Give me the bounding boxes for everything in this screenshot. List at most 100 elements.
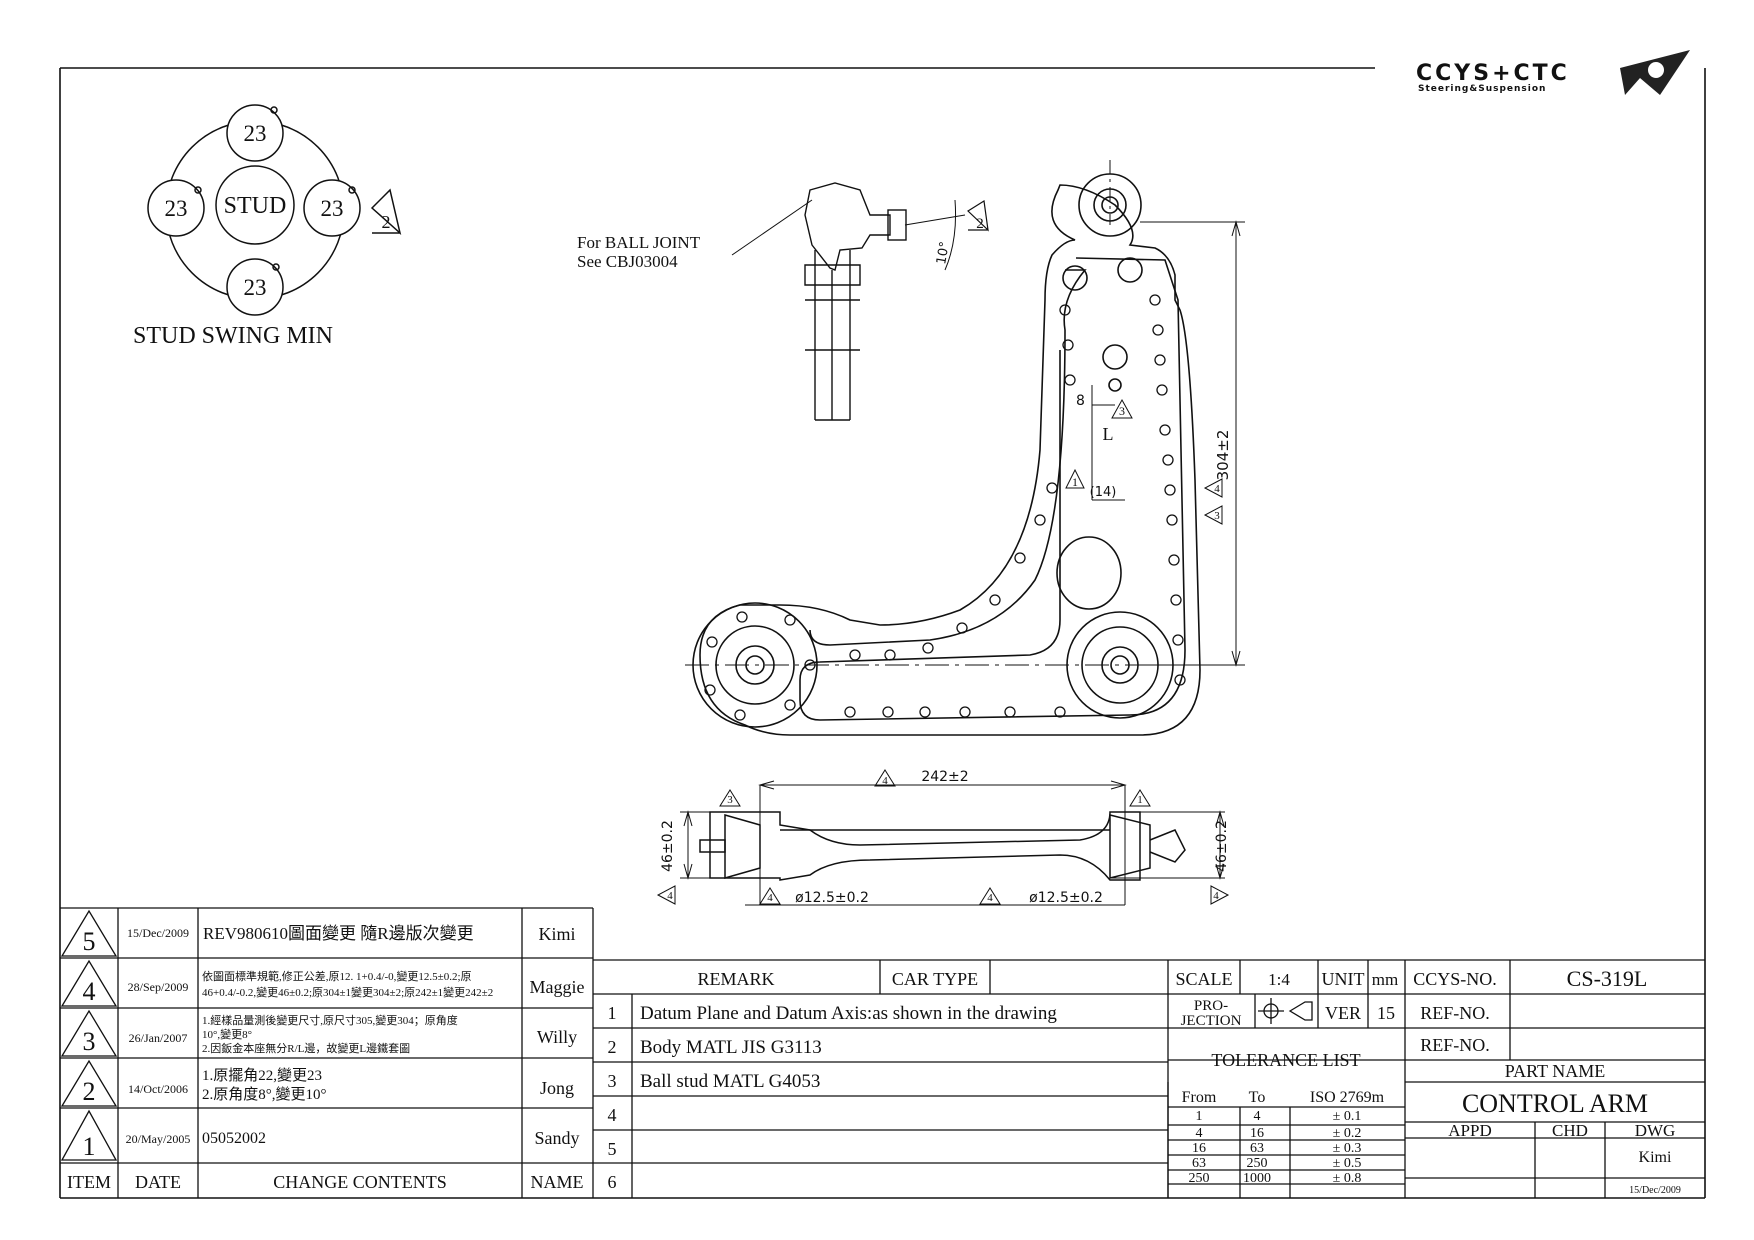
side-tag-3: 3	[727, 794, 733, 806]
remark-rows: 1 Datum Plane and Datum Axis:as shown in…	[608, 1003, 1058, 1192]
ball-joint-rev-tag: 2	[976, 216, 984, 232]
plan-dimensions	[685, 160, 1245, 667]
rev-item: 3	[83, 1027, 96, 1056]
dim-14: (14)	[1090, 485, 1117, 500]
rev-change: 1.經樣品量測後變更尺寸,原尺寸305,變更304；原角度	[202, 1013, 458, 1027]
diameter-dim-1: ø12.5±0.2	[795, 890, 869, 906]
rev-item: 1	[83, 1132, 96, 1161]
scale-label: SCALE	[1175, 969, 1232, 989]
company-logo: CCYS+CTC Steering&Suspension	[1416, 50, 1690, 95]
ball-joint-note-line1: For BALL JOINT	[577, 233, 701, 252]
tolerance-title: TOLERANCE LIST	[1211, 1050, 1360, 1070]
rev-change: 2.因鈑金本座無分R/L邊，故變更L邊鐵套圖	[202, 1041, 410, 1055]
remark-text: Datum Plane and Datum Axis:as shown in t…	[640, 1003, 1057, 1024]
right-thickness-dim: 46±0.2	[1214, 820, 1230, 872]
tol-value: ± 0.5	[1333, 1156, 1362, 1171]
rev-name: Jong	[540, 1078, 574, 1098]
sheet-border	[59, 67, 1706, 1199]
rev-change: 05052002	[202, 1130, 266, 1147]
rev-change: REV980610圖面變更 隨R邊版次變更	[203, 924, 474, 943]
title-block-grid	[1167, 960, 1705, 1198]
dwg-name: Kimi	[1639, 1149, 1672, 1166]
rivet-holes	[704, 294, 1186, 721]
remark-text: Body MATL JIS G3113	[640, 1037, 822, 1058]
tol-to: 4	[1254, 1109, 1261, 1124]
svg-text:CCYS+CTC: CCYS+CTC	[1416, 61, 1570, 86]
rev-item: 2	[83, 1077, 96, 1106]
tag-3: 3	[1119, 404, 1125, 418]
side-tag-4d: 4	[1213, 890, 1219, 902]
rev-name: Maggie	[530, 977, 585, 997]
tol-value: ± 0.3	[1333, 1141, 1362, 1156]
tol-from: 250	[1189, 1171, 1210, 1186]
ver-value: 15	[1377, 1003, 1395, 1023]
remark-table-grid	[593, 959, 1705, 1198]
side-tag-1: 1	[1137, 794, 1143, 806]
ccys-no-value: CS-319L	[1567, 966, 1648, 991]
dim-8: 8	[1076, 393, 1085, 409]
appd-label: APPD	[1448, 1121, 1491, 1140]
rev-header-name: NAME	[531, 1172, 584, 1192]
width-dim: 242±2	[921, 769, 968, 785]
stud-swing-caption: STUD SWING MIN	[133, 323, 333, 349]
left-thickness-dim: 46±0.2	[660, 820, 676, 872]
tol-header-from: From	[1182, 1089, 1217, 1106]
tol-value: ± 0.1	[1333, 1109, 1362, 1124]
projection-symbol-icon	[1258, 998, 1313, 1024]
dim-L: L	[1103, 424, 1114, 444]
scale-value: 1:4	[1268, 970, 1290, 989]
rev-change: 1.原擺角22,變更23	[202, 1067, 322, 1084]
tol-from: 16	[1192, 1141, 1206, 1156]
tol-from: 1	[1196, 1109, 1203, 1124]
projection-label-1: PRO-	[1194, 998, 1228, 1014]
rev-change: 依圖面標準規範,修正公差,原12. 1+0.4/-0,變更12.5±0.2;原	[202, 969, 472, 983]
swing-center-label: STUD	[224, 193, 287, 219]
ver-label: VER	[1325, 1003, 1361, 1023]
projection-label-2: JECTION	[1181, 1013, 1242, 1029]
remark-no: 1	[608, 1003, 617, 1023]
rev-date: 20/May/2005	[126, 1132, 191, 1146]
car-type-header: CAR TYPE	[892, 969, 978, 989]
rev-date: 28/Sep/2009	[128, 980, 189, 994]
rev-change: 46+0.4/-0.2,變更46±0.2;原304±1變更304±2;原242±…	[202, 985, 493, 999]
swing-rev-tag: 2	[382, 212, 391, 232]
svg-text:Steering&Suspension: Steering&Suspension	[1418, 84, 1546, 94]
tol-to: 250	[1247, 1156, 1268, 1171]
swing-top-value: 23	[244, 121, 267, 146]
remark-text: Ball stud MATL G4053	[640, 1071, 820, 1092]
ref-no-label-2: REF-NO.	[1420, 1035, 1490, 1055]
rev-change: 2.原角度8°,變更10°	[202, 1086, 327, 1103]
remark-no: 5	[608, 1139, 617, 1159]
rev-header-date: DATE	[135, 1172, 181, 1192]
revision-table-grid	[60, 907, 594, 1198]
ball-joint-angle: 10°	[934, 240, 953, 265]
unit-value: mm	[1372, 970, 1398, 989]
rev-header-item: ITEM	[67, 1172, 111, 1192]
tol-value: ± 0.8	[1333, 1171, 1362, 1186]
remark-no: 2	[608, 1037, 617, 1057]
tag-1: 1	[1072, 475, 1078, 489]
rev-header-change: CHANGE CONTENTS	[273, 1172, 447, 1192]
side-dimensions	[656, 769, 1230, 906]
stud-swing-diagram	[147, 104, 402, 316]
swing-left-value: 23	[165, 196, 188, 221]
ccys-no-label: CCYS-NO.	[1413, 969, 1497, 989]
height-dim: 304±2	[1214, 430, 1232, 481]
rev-date: 14/Oct/2006	[128, 1082, 188, 1096]
height-tag-a: 4	[1214, 483, 1220, 495]
part-name-value: CONTROL ARM	[1462, 1089, 1648, 1118]
ball-joint-note-line2: See CBJ03004	[577, 252, 678, 271]
width-tag: 4	[882, 775, 888, 787]
ref-no-label-1: REF-NO.	[1420, 1003, 1490, 1023]
side-tag-4c: 4	[667, 890, 673, 902]
tol-from: 63	[1192, 1156, 1206, 1171]
remark-no: 3	[608, 1071, 617, 1091]
rev-change: 10°,變更8°	[202, 1027, 252, 1041]
unit-label: UNIT	[1322, 969, 1365, 989]
tol-header-iso: ISO 2769m	[1310, 1089, 1385, 1106]
side-tag-4a: 4	[767, 892, 773, 904]
side-tag-4b: 4	[987, 892, 993, 904]
rev-item: 4	[83, 977, 96, 1006]
revision-rows: 5 15/Dec/2009 REV980610圖面變更 隨R邊版次變更 Kimi…	[67, 924, 585, 1192]
